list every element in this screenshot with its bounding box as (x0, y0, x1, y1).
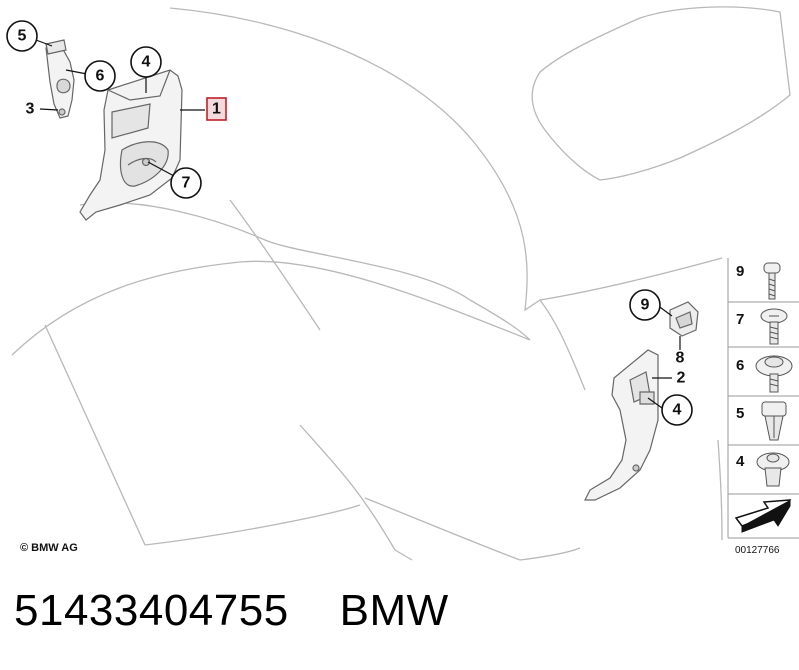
callout-1-highlighted: 1 (206, 97, 227, 121)
legend-label-6: 6 (736, 357, 744, 374)
part-number: 51433404755 (14, 586, 289, 635)
copyright-label: © BMW AG (20, 542, 78, 554)
svg-text:2: 2 (677, 370, 686, 387)
trim-panel-part-1 (79, 69, 183, 221)
leader-lines (35, 39, 681, 409)
callout-8: 8 (676, 350, 685, 367)
callout-2: 2 (677, 370, 686, 387)
rivet-4-icon (756, 452, 790, 487)
arrow-icon (734, 499, 792, 533)
clip-5-icon (761, 401, 787, 441)
svg-text:3: 3 (26, 101, 35, 118)
trim-panel-part-2 (584, 349, 659, 501)
brand-name: BMW (339, 586, 449, 635)
footer-caption: 51433404755 BMW (14, 586, 449, 636)
svg-text:8: 8 (676, 350, 685, 367)
callout-6: 6 (84, 60, 116, 92)
svg-text:7: 7 (182, 175, 191, 192)
bracket-part-3 (45, 39, 75, 119)
callout-4-top: 4 (130, 46, 162, 78)
svg-text:5: 5 (18, 28, 27, 45)
screw-7-icon (760, 308, 788, 345)
callout-4-bottom: 4 (661, 394, 693, 426)
legend-label-7: 7 (736, 311, 744, 328)
clip-part-8 (669, 301, 699, 337)
svg-text:6: 6 (96, 68, 105, 85)
legend-label-9: 9 (736, 263, 744, 280)
callout-3: 3 (26, 101, 35, 118)
footer-spacer (289, 586, 340, 635)
svg-text:4: 4 (673, 402, 682, 419)
fastener-legend: 9 7 6 5 4 (727, 258, 799, 556)
svg-text:1: 1 (212, 101, 221, 118)
legend-label-4: 4 (736, 453, 745, 470)
screw-6-icon (755, 355, 793, 393)
svg-text:4: 4 (142, 54, 151, 71)
vehicle-context-lines (11, 6, 791, 561)
svg-text:9: 9 (641, 297, 650, 314)
callout-9: 9 (629, 289, 661, 321)
drawing-number: 00127766 (735, 545, 780, 556)
screw-9-icon (763, 262, 781, 300)
legend-label-5: 5 (736, 405, 744, 422)
callout-7: 7 (170, 167, 202, 199)
callout-5: 5 (6, 20, 38, 52)
